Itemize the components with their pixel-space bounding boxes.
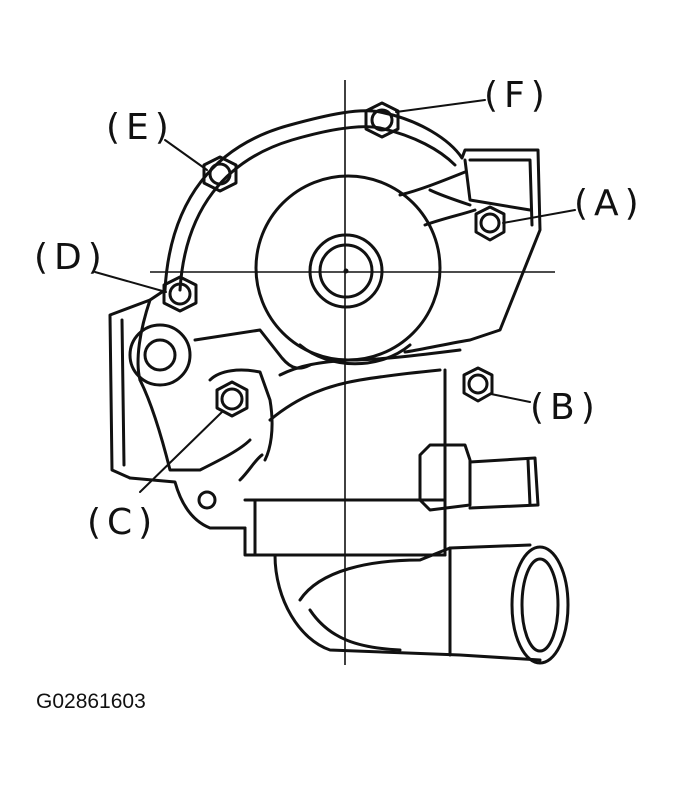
- callout-f: (F): [484, 75, 551, 116]
- callout-d: (D): [34, 237, 108, 278]
- pulley-boss: [254, 174, 442, 366]
- outlet-elbow: [273, 543, 570, 665]
- figure-id: G02861603: [36, 690, 146, 713]
- bolts: [162, 101, 506, 418]
- bolt-d: [162, 275, 198, 313]
- callout-a: (A): [574, 183, 645, 224]
- callout-e: (E): [106, 107, 175, 148]
- bolt-f: [364, 101, 400, 139]
- bolt-a: [474, 205, 506, 242]
- leader-lines: [94, 99, 576, 493]
- bolt-c: [215, 380, 249, 418]
- pump-housing: [163, 109, 542, 354]
- bolt-b: [462, 366, 494, 403]
- callout-c: (C): [87, 502, 159, 543]
- callout-b: (B): [530, 387, 601, 428]
- bypass-pipe: [418, 443, 540, 512]
- bolt-e: [202, 155, 238, 193]
- lower-body: [108, 288, 462, 557]
